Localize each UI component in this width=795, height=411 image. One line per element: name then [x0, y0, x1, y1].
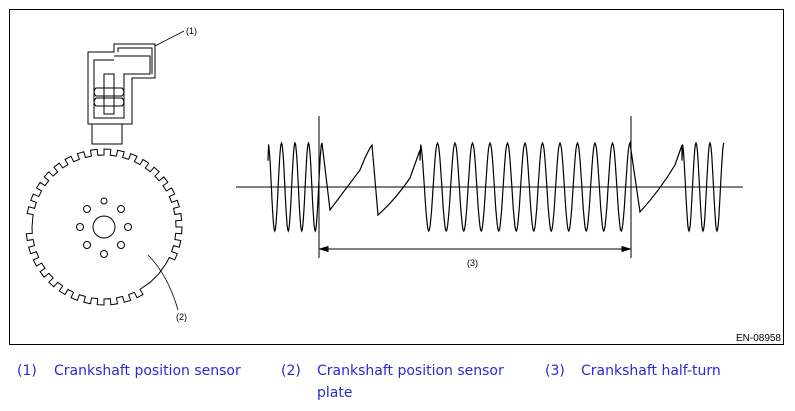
legend-item-3: (3) Crankshaft half-turn: [545, 360, 775, 400]
legend-label: Crankshaft position sensor: [54, 363, 241, 379]
legend-label: Crankshaft half-turn: [581, 363, 721, 379]
callout-leader-2: [147, 254, 179, 311]
legend-number: (3): [545, 363, 565, 379]
legend-number: (1): [17, 363, 37, 379]
diagram-frame: [9, 9, 784, 345]
crankshaft-position-sensor: [87, 43, 156, 145]
half-turn-dimension-arrow: [318, 245, 632, 253]
sensor-output-waveform: [267, 140, 725, 233]
legend-item-2: (2) Crankshaft position sensor plate: [281, 360, 536, 404]
legend-number: (2): [281, 363, 301, 379]
callout-3: (3): [467, 258, 478, 268]
callout-1: (1): [186, 26, 197, 36]
callout-2: (2): [176, 312, 187, 322]
legend-label: Crankshaft position sensor plate: [317, 363, 504, 401]
crankshaft-position-sensor-plate: [25, 148, 183, 306]
callout-leader-1: [154, 30, 185, 47]
figure-id: EN-08958: [735, 333, 781, 344]
legend-item-1: (1) Crankshaft position sensor: [17, 360, 267, 400]
